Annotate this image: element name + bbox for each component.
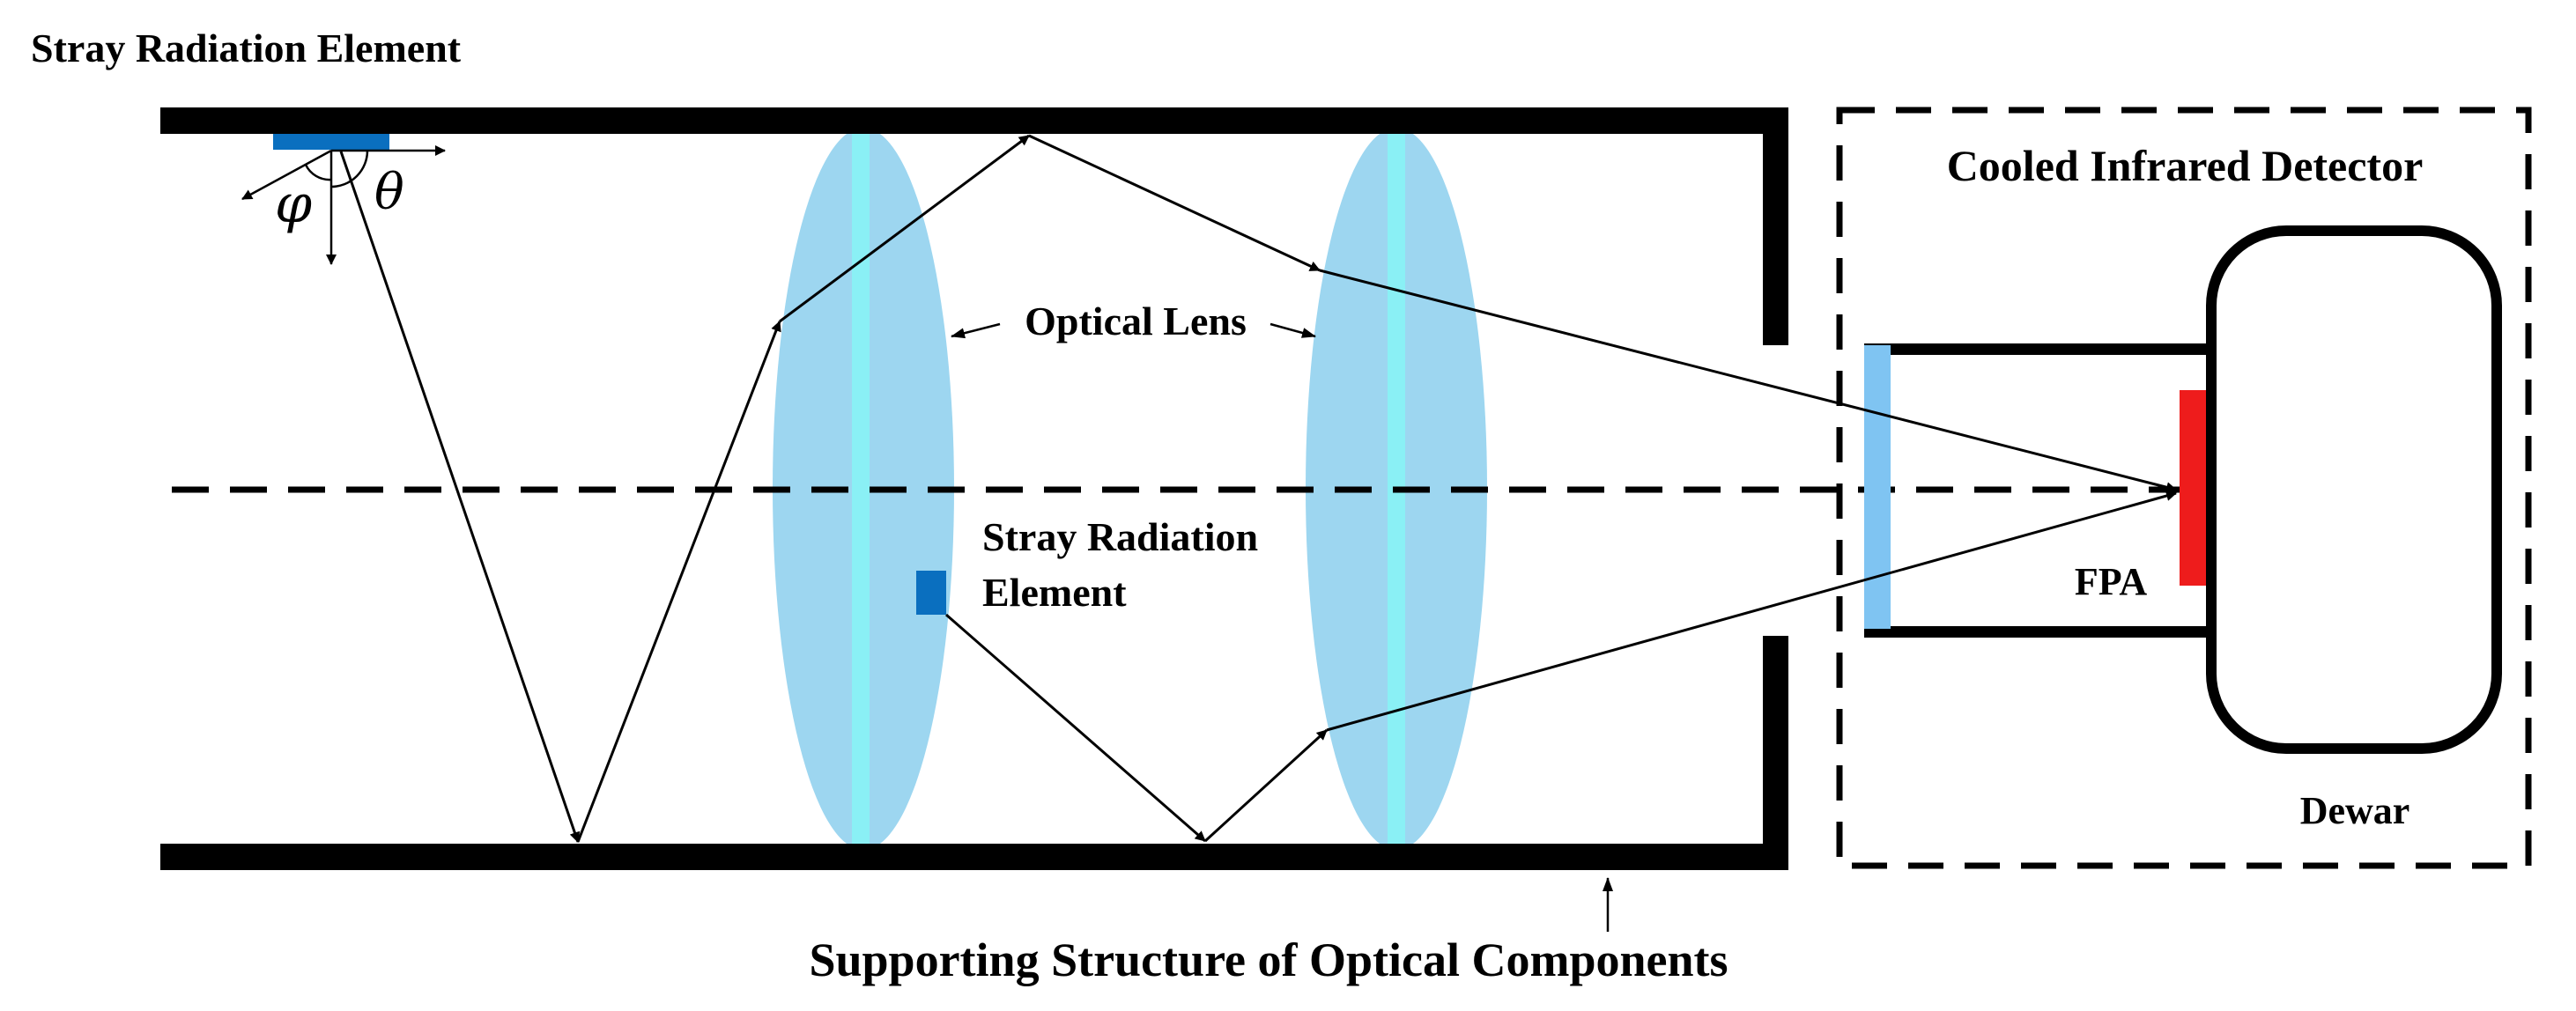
optical-lens-label: Optical Lens — [1025, 299, 1247, 343]
support-structure-label: Supporting Structure of Optical Componen… — [809, 934, 1728, 986]
lens-1 — [773, 128, 954, 850]
fpa-label: FPA — [2075, 560, 2147, 603]
dewar — [2206, 225, 2502, 754]
supporting-structure — [160, 107, 1788, 870]
cooled-detector-label: Cooled Infrared Detector — [1947, 141, 2424, 190]
lens-1-pointer — [951, 322, 1001, 339]
phi-arc — [304, 164, 332, 181]
angle-axes — [241, 145, 446, 265]
ray-segment — [576, 321, 781, 843]
barrel-end-upper — [1763, 107, 1788, 345]
lens-pointers — [951, 322, 1316, 339]
ray-segment — [1326, 491, 2177, 732]
ray-paths — [339, 134, 2177, 843]
lens-1-center-strip — [852, 132, 870, 845]
ray-segment — [1319, 269, 2177, 493]
ray-segment — [779, 134, 1030, 323]
ray-segment — [339, 151, 581, 843]
housing-top-rail — [1864, 343, 2208, 355]
stray-element-mid-label-line2: Element — [982, 570, 1127, 615]
barrel-end-lower — [1763, 636, 1788, 870]
detector-dashed-box — [1836, 107, 2532, 869]
stray-element-top-label: Stray Radiation Element — [31, 26, 462, 70]
barrel-bottom-wall — [160, 844, 1788, 870]
axis-y-arrow — [241, 149, 332, 201]
detector-housing — [1864, 225, 2502, 754]
theta-symbol: θ — [374, 164, 404, 221]
stray-element-top — [273, 134, 389, 150]
ray-segment — [1028, 134, 1321, 272]
lens-2-pointer — [1269, 322, 1316, 338]
dewar-label: Dewar — [2300, 789, 2410, 832]
fpa-sensor — [2180, 390, 2208, 586]
ray-segment — [1203, 728, 1329, 843]
housing-bottom-rail — [1864, 626, 2208, 638]
stray-element-mid-label-line1: Stray Radiation — [982, 514, 1258, 559]
phi-symbol: φ — [275, 173, 312, 235]
theta-arc — [330, 150, 369, 188]
stray-element-mid — [916, 571, 946, 615]
barrel-top-wall — [160, 107, 1788, 134]
detector-window — [1864, 345, 1891, 629]
ray-segment — [945, 613, 1206, 843]
